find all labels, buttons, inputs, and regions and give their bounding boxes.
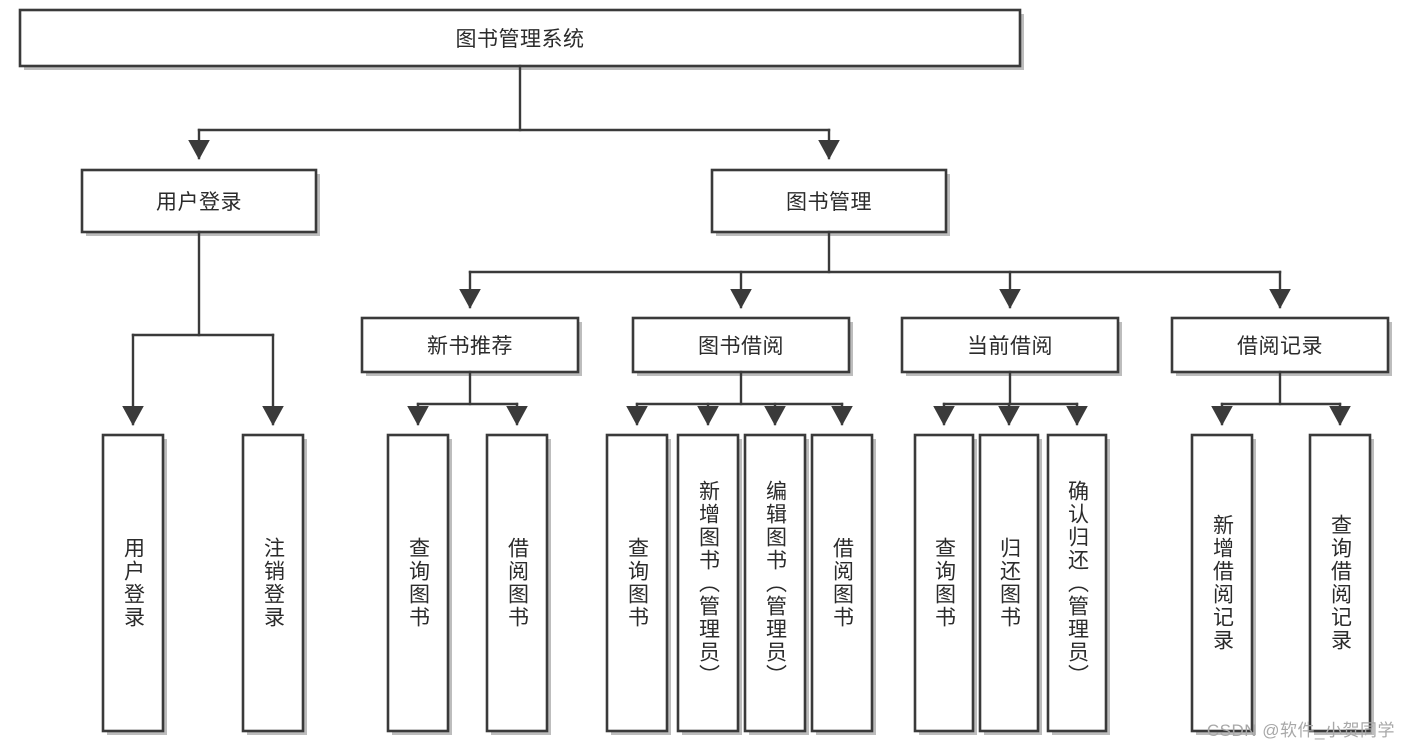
- leaf-box-user-login-1[interactable]: [241, 433, 305, 733]
- leaf-box-current-borrow-2[interactable]: [1046, 433, 1108, 733]
- leaf-box-user-login-0[interactable]: [101, 433, 165, 733]
- node-box-book-management[interactable]: [710, 168, 948, 234]
- leaf-box-book-borrow-1[interactable]: [676, 433, 740, 733]
- node-box-user-login[interactable]: [80, 168, 318, 234]
- leaf-box-borrow-records-1[interactable]: [1308, 433, 1372, 733]
- leaf-box-borrow-records-0[interactable]: [1190, 433, 1254, 733]
- edge-user-login-to-leaves: [122, 230, 284, 426]
- leaf-box-book-borrow-0[interactable]: [605, 433, 669, 733]
- edge-current-borrow-to-leaves: [933, 370, 1088, 426]
- leaf-box-new-book-0[interactable]: [386, 433, 450, 733]
- node-box-book-borrow[interactable]: [631, 316, 851, 374]
- leaf-box-new-book-1[interactable]: [485, 433, 549, 733]
- root-box[interactable]: [18, 8, 1022, 68]
- edge-borrow-records-to-leaves: [1211, 370, 1351, 426]
- edge-root-to-level2: [188, 64, 840, 160]
- edge-new-book-to-leaves: [407, 370, 528, 426]
- node-box-current-borrow[interactable]: [900, 316, 1120, 374]
- edge-book-management-to-level3: [459, 230, 1291, 309]
- leaf-box-book-borrow-3[interactable]: [810, 433, 874, 733]
- leaf-box-current-borrow-0[interactable]: [913, 433, 975, 733]
- node-box-borrow-records[interactable]: [1170, 316, 1390, 374]
- leaf-box-current-borrow-1[interactable]: [978, 433, 1040, 733]
- edge-book-borrow-to-leaves: [626, 370, 853, 426]
- node-box-new-book-recommend[interactable]: [360, 316, 580, 374]
- leaf-box-book-borrow-2[interactable]: [743, 433, 807, 733]
